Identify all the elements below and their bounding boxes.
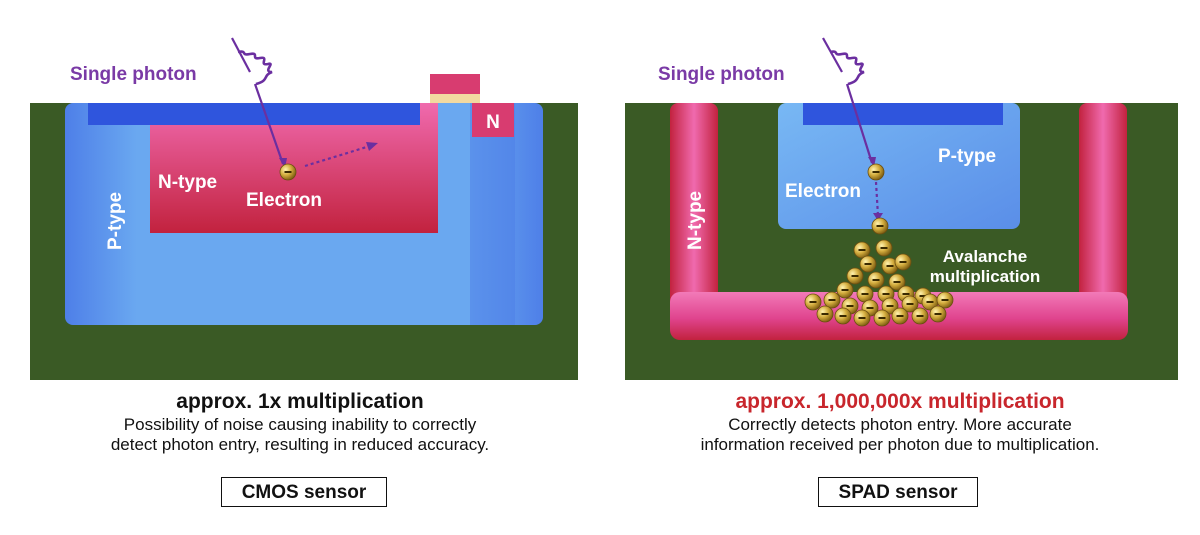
avalanche-label-line2: multiplication (930, 267, 1041, 286)
depletion-layer (803, 103, 1003, 125)
electron-icon (867, 163, 885, 181)
avalanche-electrons (804, 163, 954, 327)
p-type-region (778, 103, 1020, 229)
electron-icon (834, 307, 852, 325)
p-type-label: P-type (105, 192, 126, 250)
photon-label: Single photon (70, 64, 197, 85)
electron-icon (894, 253, 912, 271)
electron-icon (936, 291, 954, 309)
electron-icon (888, 273, 906, 291)
spad-description: Correctly detects photon entry. More acc… (600, 415, 1200, 455)
electron-icon (853, 309, 871, 327)
avalanche-label-line1: Avalanche (943, 247, 1027, 266)
electron-icon (853, 241, 871, 259)
cmos-description: Possibility of noise causing inability t… (0, 415, 600, 455)
electron-icon (891, 307, 909, 325)
n-type-column-right (1079, 103, 1127, 323)
n-type-label: N-type (685, 191, 706, 250)
spad-description-line2: information received per photon due to m… (700, 435, 1100, 454)
cmos-description-line2: detect photon entry, resulting in reduce… (110, 435, 490, 454)
spad-sensor-label: SPAD sensor (818, 477, 978, 507)
electron-icon (875, 239, 893, 257)
electron-icon (859, 255, 877, 273)
electron-icon (911, 307, 929, 325)
electron-icon (836, 281, 854, 299)
spad-panel: Single photon P-type Electron N-type Ava… (600, 0, 1200, 535)
spad-description-line1: Correctly detects photon entry. More acc… (728, 415, 1072, 434)
electron-icon (856, 285, 874, 303)
cmos-diagram: N Single photon N-type Electron P-type (30, 37, 578, 380)
electron-icon (867, 271, 885, 289)
cmos-sensor-label: CMOS sensor (221, 477, 387, 507)
electron-label: Electron (246, 190, 322, 211)
n-contact (472, 103, 514, 137)
electron-icon (804, 293, 822, 311)
p-type-label: P-type (938, 146, 996, 167)
right-column (470, 103, 515, 325)
cmos-panel: N Single photon N-type Electron P-type a… (0, 37, 600, 507)
electron-icon (846, 267, 864, 285)
n-type-label: N-type (158, 172, 217, 193)
cmos-multiplication: approx. 1x multiplication (176, 390, 424, 413)
electron-icon (816, 305, 834, 323)
photon-label: Single photon (658, 64, 785, 85)
spad-diagram: Single photon P-type Electron N-type Ava… (625, 37, 1178, 380)
arrow-icon (304, 142, 378, 168)
electron-icon (881, 297, 899, 315)
electron-icon (823, 291, 841, 309)
gate-oxide (430, 94, 480, 103)
gate (430, 74, 480, 94)
electron-label: Electron (785, 181, 861, 202)
depletion-layer (88, 103, 420, 125)
electron-icon (279, 163, 297, 181)
electron-icon (873, 309, 891, 327)
electron-icon (929, 305, 947, 323)
electron-icon (901, 295, 919, 313)
cmos-description-line1: Possibility of noise causing inability t… (123, 415, 477, 434)
arrow-icon (873, 181, 883, 221)
electron-icon (871, 217, 889, 235)
n-label: N (486, 112, 500, 133)
n-type-column-left (670, 103, 718, 323)
spad-multiplication: approx. 1,000,000x multiplication (735, 390, 1065, 413)
